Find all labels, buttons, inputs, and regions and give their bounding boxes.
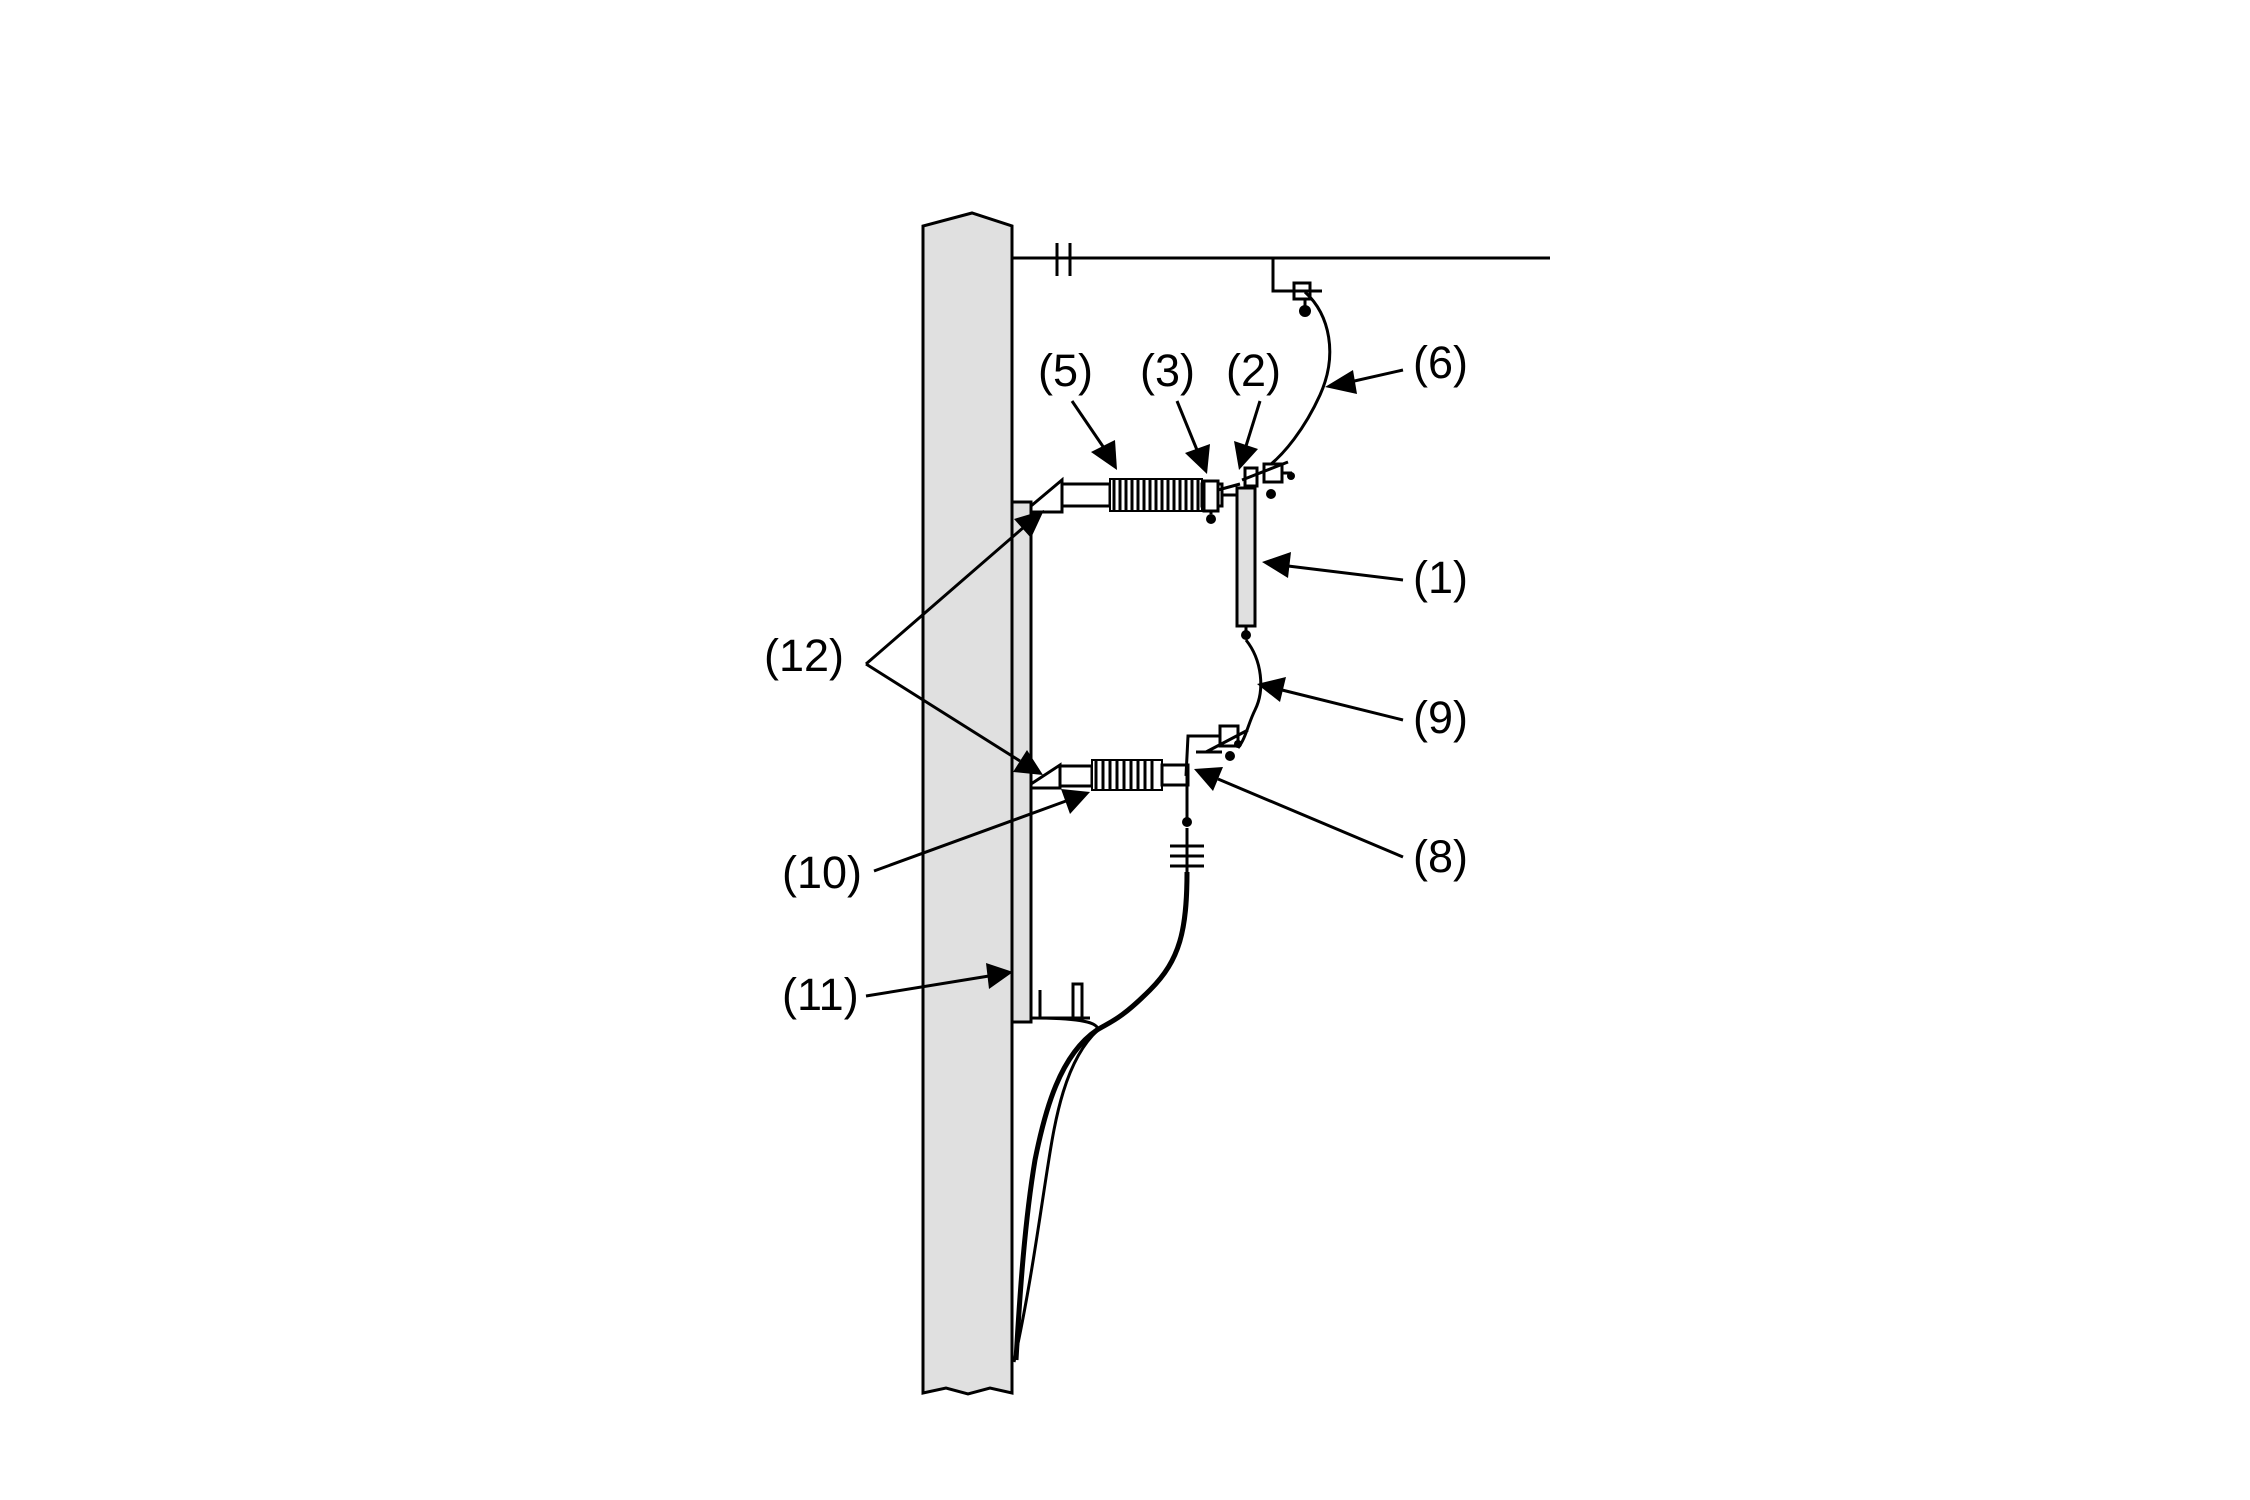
down-lead — [1170, 776, 1204, 872]
lower-arrester-sheds — [1094, 760, 1154, 790]
label-8: (8) — [1413, 831, 1468, 882]
ground-conductor-return — [1012, 1016, 1100, 1363]
line-clamp — [1271, 258, 1322, 317]
jumper-lead-top — [1265, 290, 1332, 470]
label-11: (11) — [782, 969, 859, 1020]
label-12: (12) — [764, 630, 844, 681]
label-3: (3) — [1140, 345, 1195, 396]
label-2: (2) — [1226, 345, 1281, 396]
ground-conductor — [1013, 871, 1190, 1361]
callout-labels: (6) (5) (3) (2) (1) (12) (9) (10) (8) (1… — [764, 337, 1468, 1020]
fuse-tube — [1235, 486, 1257, 640]
jumper-lead-middle — [1236, 639, 1263, 749]
cutout-top-contact — [1202, 479, 1241, 524]
ground-stud — [1038, 982, 1090, 1020]
label-9: (9) — [1413, 692, 1468, 743]
cutout-hook — [1241, 460, 1295, 499]
upper-insulator-sheds — [1112, 479, 1200, 511]
label-1: (1) — [1413, 552, 1468, 603]
leader-lines — [865, 368, 1404, 998]
label-6: (6) — [1413, 337, 1468, 388]
label-5: (5) — [1038, 345, 1093, 396]
lower-arrester-assembly — [1029, 759, 1190, 791]
lower-terminal — [1184, 724, 1249, 777]
utility-pole — [921, 211, 1014, 1396]
overhead-line — [1012, 243, 1550, 276]
label-10: (10) — [782, 847, 862, 898]
